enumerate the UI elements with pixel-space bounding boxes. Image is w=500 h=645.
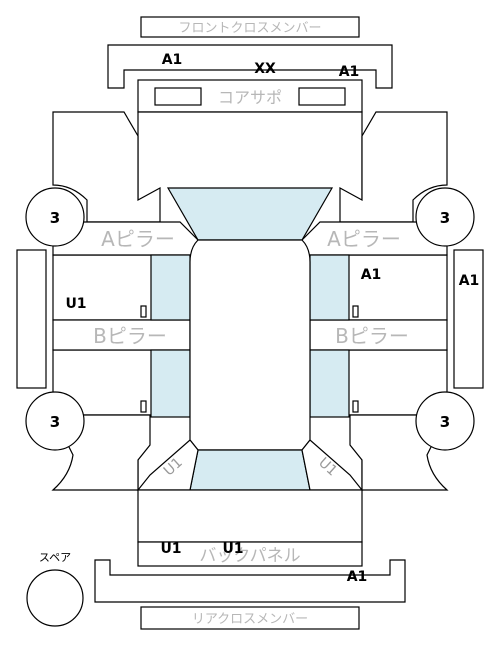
back-panel-right-code: U1 xyxy=(222,541,243,557)
right-b-pillar-label: Bピラー xyxy=(335,324,409,348)
front-left-tire[interactable] xyxy=(25,187,85,247)
right-front-door-handle xyxy=(352,305,359,318)
right-a-pillar-label: Aピラー xyxy=(327,227,401,251)
front-right-tire-value: 3 xyxy=(440,209,450,227)
front-right-tire[interactable] xyxy=(415,187,475,247)
left-front-door-handle xyxy=(140,305,147,318)
spare-tire[interactable] xyxy=(26,569,84,627)
front-crossmember-label: フロントクロスメンバー xyxy=(178,21,321,36)
rear-left-tire[interactable] xyxy=(25,391,85,451)
right-side-bar-code: A1 xyxy=(459,273,480,289)
right-front-door-glass[interactable] xyxy=(309,254,350,321)
back-panel-left-code: U1 xyxy=(160,541,181,557)
front-crossmember[interactable] xyxy=(107,44,393,89)
right-rear-door-handle xyxy=(352,400,359,413)
front-member-right-code: A1 xyxy=(339,64,360,80)
left-front-apron[interactable] xyxy=(52,111,161,223)
core-support-right-slot xyxy=(298,87,346,106)
front-left-tire-value: 3 xyxy=(50,209,60,227)
rear-window[interactable] xyxy=(189,449,311,491)
front-center-code: XX xyxy=(254,61,276,77)
left-b-pillar-label: Bピラー xyxy=(93,324,167,348)
left-rear-door-handle xyxy=(140,400,147,413)
spare-label: スペア xyxy=(39,551,71,564)
rear-right-tire-value: 3 xyxy=(440,413,450,431)
left-rear-door-glass[interactable] xyxy=(150,349,191,418)
core-support-label: コアサポ xyxy=(218,88,282,107)
rear-bumper-bracket[interactable] xyxy=(94,559,406,603)
rear-crossmember-box[interactable] xyxy=(140,606,360,630)
back-panel[interactable] xyxy=(137,541,363,567)
right-rear-door-glass[interactable] xyxy=(309,349,350,418)
rear-right-tire[interactable] xyxy=(415,391,475,451)
core-support-left-slot xyxy=(154,87,202,106)
left-rocker-panel[interactable] xyxy=(16,249,47,389)
rear-left-tire-value: 3 xyxy=(50,413,60,431)
rear-member-code: A1 xyxy=(347,569,368,585)
left-side-code: U1 xyxy=(65,296,86,312)
rear-crossmember-label: リアクロスメンバー xyxy=(192,612,308,627)
left-front-door-glass[interactable] xyxy=(150,254,191,321)
right-b-pillar[interactable] xyxy=(309,319,448,351)
right-front-apron[interactable] xyxy=(339,111,448,223)
right-upper-code: A1 xyxy=(361,267,382,283)
left-b-pillar[interactable] xyxy=(52,319,191,351)
back-panel-label: バックパネル xyxy=(199,546,300,566)
left-a-pillar-label: Aピラー xyxy=(101,227,175,251)
front-member-left-code: A1 xyxy=(162,52,183,68)
trunk-area[interactable] xyxy=(137,489,363,543)
roof[interactable] xyxy=(189,239,311,451)
right-rocker-panel[interactable] xyxy=(453,249,484,389)
front-crossmember-box[interactable] xyxy=(140,16,360,38)
